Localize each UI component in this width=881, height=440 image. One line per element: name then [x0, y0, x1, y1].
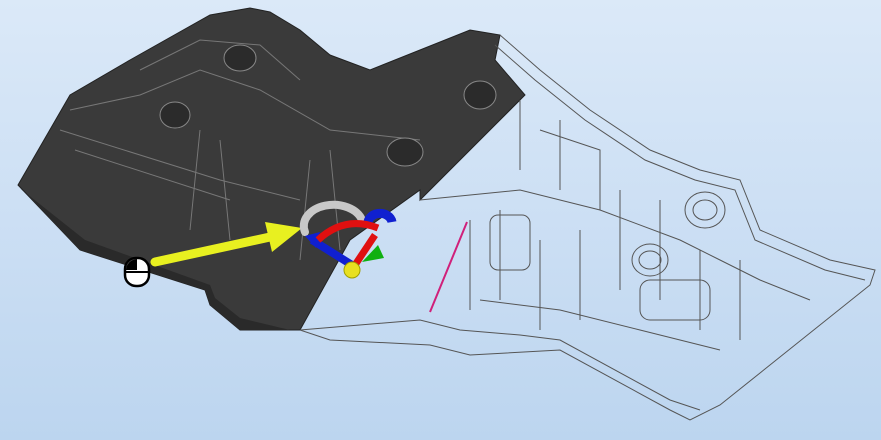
solid-hole-1 — [223, 44, 257, 72]
mouse-left-button-icon — [123, 256, 151, 288]
gizmo-center[interactable] — [343, 261, 361, 279]
rotate-gizmo[interactable] — [299, 200, 397, 279]
wire-hole-1 — [684, 191, 726, 229]
pointer-arrow — [150, 222, 302, 267]
solid-hole-2 — [159, 101, 191, 129]
x-rotate-handle[interactable] — [315, 220, 380, 243]
solid-part-body[interactable] — [17, 7, 526, 331]
wire-hole-2 — [631, 243, 669, 277]
y-axis-handle[interactable] — [362, 245, 384, 262]
solid-hole-3 — [386, 137, 424, 167]
x-axis-handle[interactable] — [352, 233, 378, 267]
wireframe-part[interactable] — [299, 34, 876, 421]
z-rotate-handle[interactable] — [363, 208, 397, 226]
solid-hole-4 — [463, 80, 497, 110]
section-line — [429, 221, 468, 313]
rotate-ring[interactable] — [299, 200, 366, 236]
solid-part[interactable] — [17, 7, 526, 331]
z-axis-handle[interactable] — [309, 236, 355, 269]
